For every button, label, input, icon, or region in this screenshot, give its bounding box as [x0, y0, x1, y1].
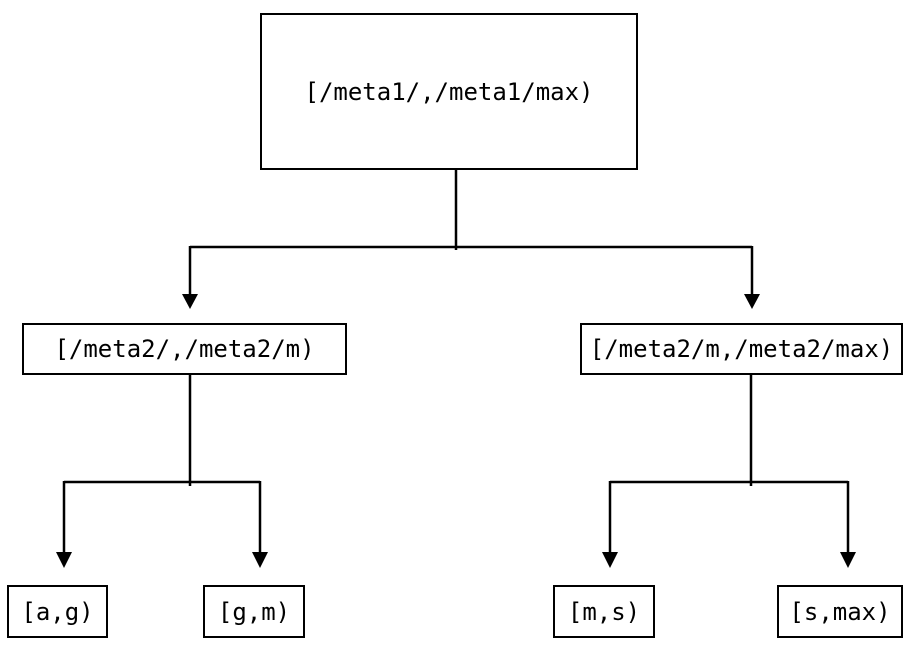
node-leaf-ms: [m,s) — [553, 585, 655, 638]
node-root: [/meta1/,/meta1/max) — [260, 13, 638, 170]
arrow-down-icon — [744, 294, 760, 309]
node-leaf-ag-label: [a,g) — [21, 597, 94, 626]
arrowheads — [56, 294, 856, 568]
node-leaf-ag: [a,g) — [7, 585, 108, 638]
arrow-down-icon — [182, 294, 198, 309]
arrow-down-icon — [252, 552, 268, 568]
node-meta2-high-label: [/meta2/m,/meta2/max) — [589, 335, 894, 363]
node-leaf-gm-label: [g,m) — [217, 597, 291, 626]
node-leaf-smax: [s,max) — [777, 585, 903, 638]
edge-lines-level1 — [188, 170, 754, 294]
node-meta2-low: [/meta2/,/meta2/m) — [22, 323, 347, 375]
node-leaf-gm: [g,m) — [203, 585, 305, 638]
node-leaf-ms-label: [m,s) — [567, 597, 641, 626]
node-meta2-low-label: [/meta2/,/meta2/m) — [54, 335, 315, 363]
edge-lines-level2 — [62, 375, 850, 552]
arrow-down-icon — [840, 552, 856, 568]
arrow-down-icon — [56, 552, 72, 568]
node-root-label: [/meta1/,/meta1/max) — [304, 77, 594, 106]
node-leaf-smax-label: [s,max) — [789, 597, 891, 626]
node-meta2-high: [/meta2/m,/meta2/max) — [580, 323, 903, 375]
arrow-down-icon — [602, 552, 618, 568]
